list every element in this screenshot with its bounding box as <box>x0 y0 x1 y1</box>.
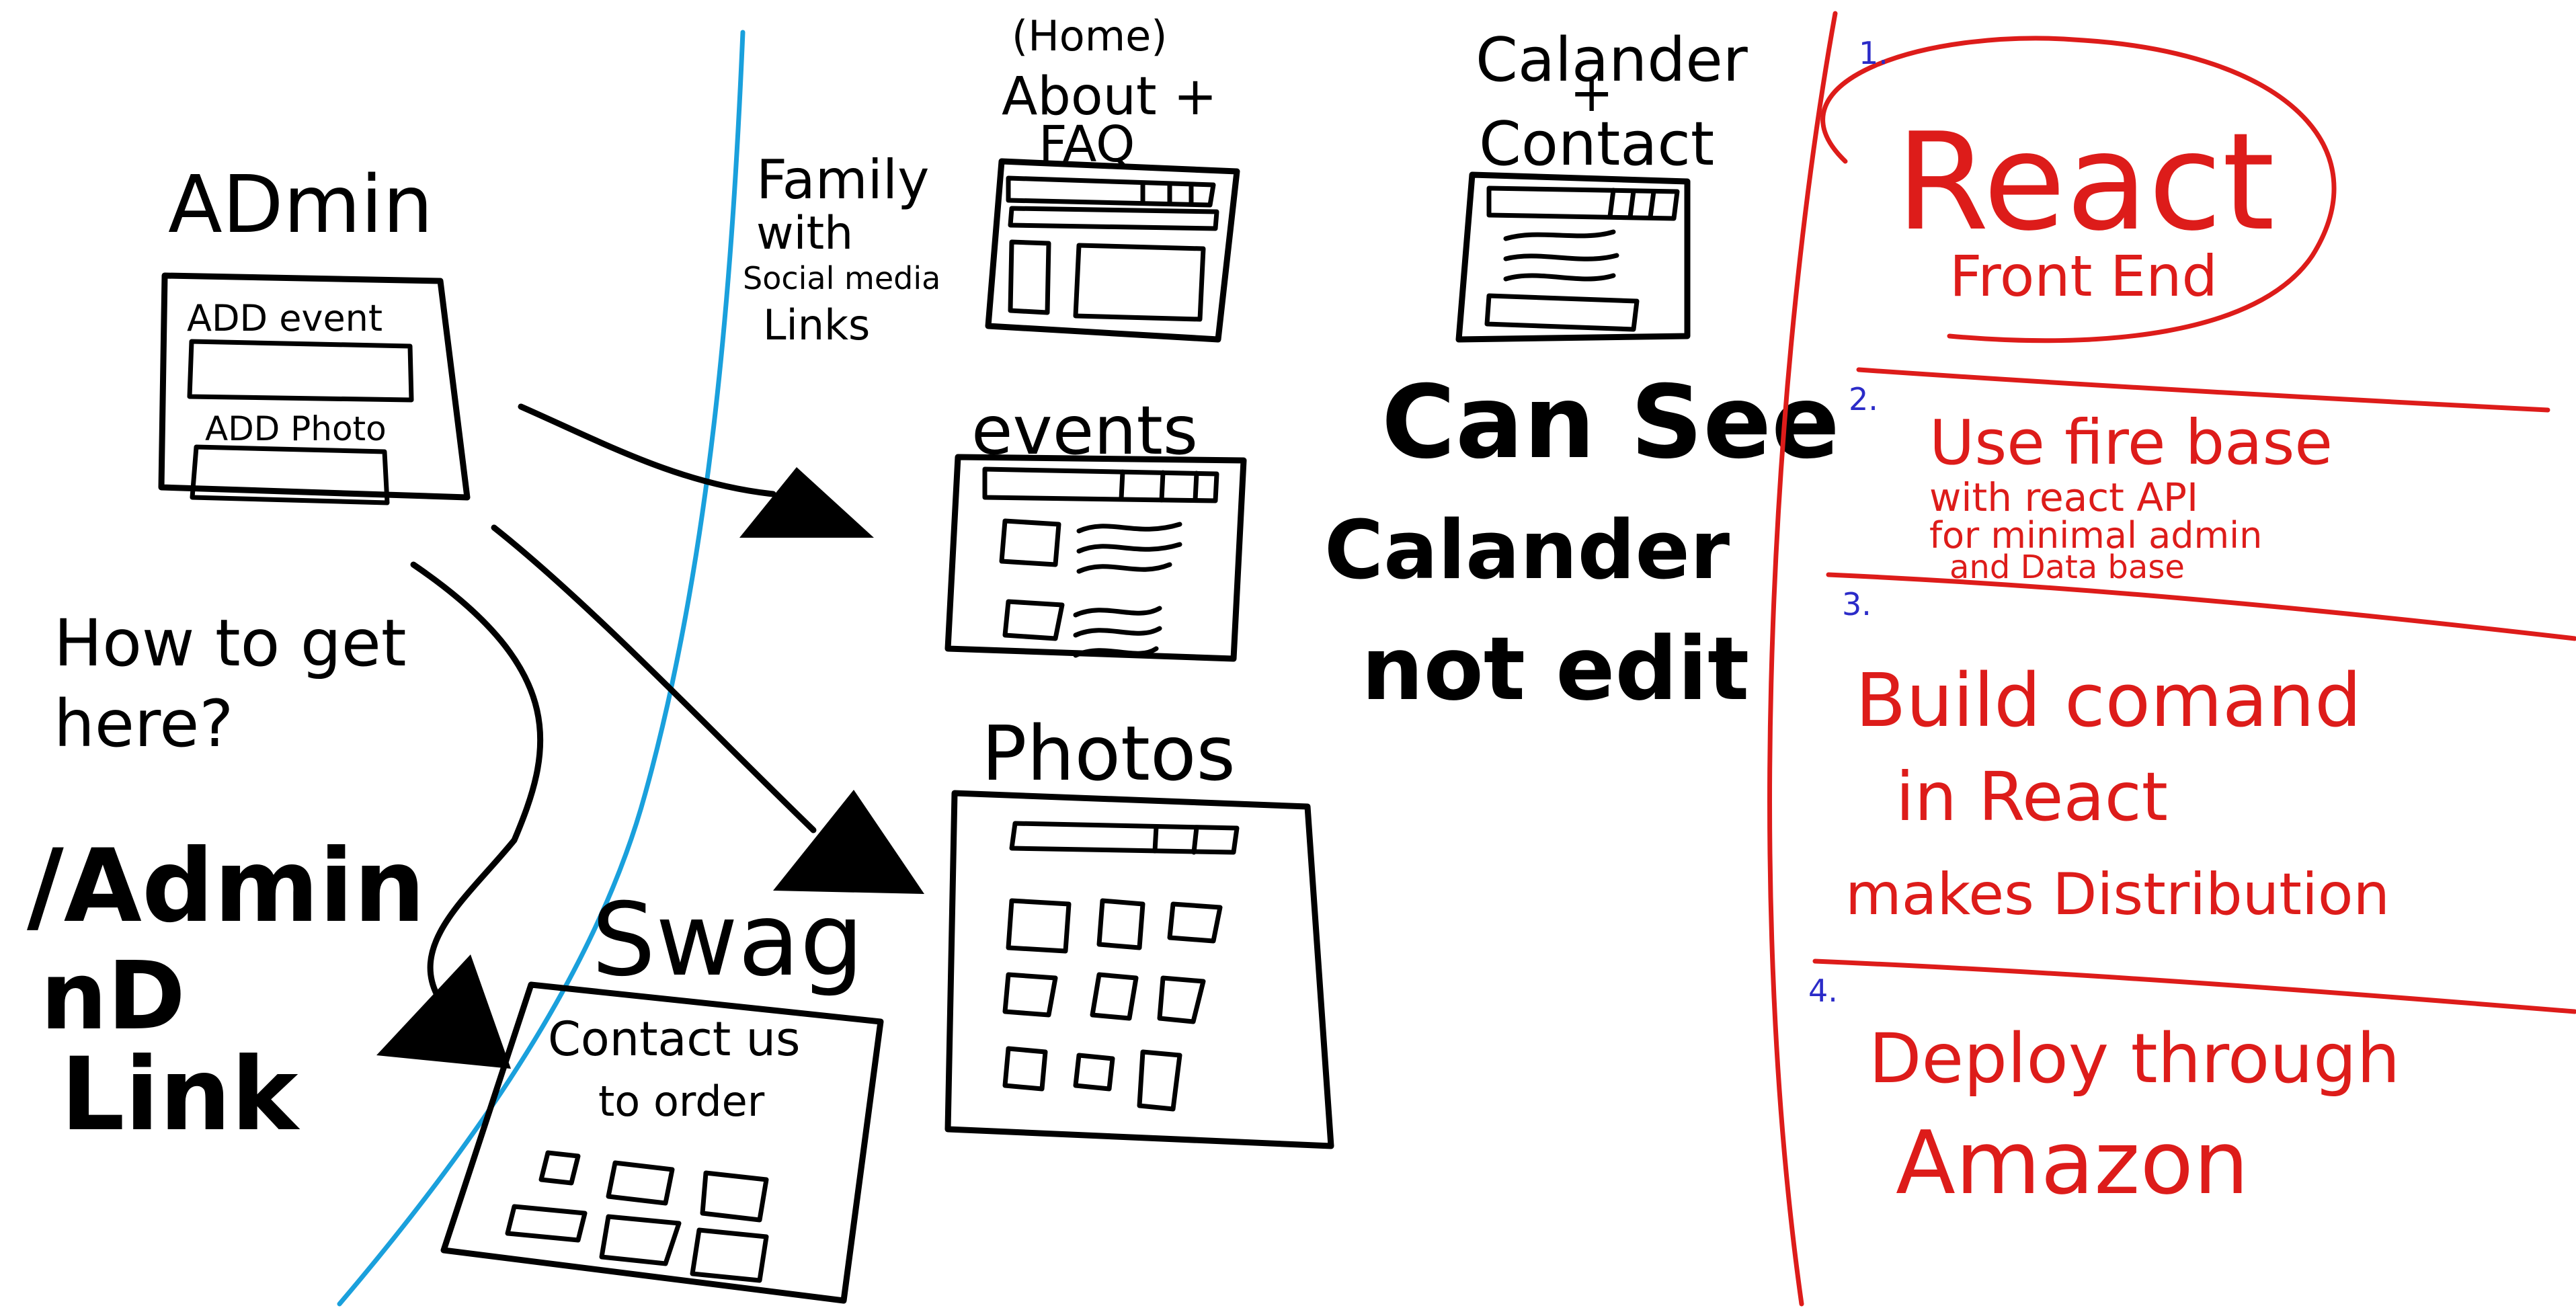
arrow-to-photos <box>773 790 924 894</box>
arrow-to-swag <box>376 954 511 1069</box>
no-link-line1: nD <box>40 942 186 1051</box>
calendar-note-line2: Calander <box>1324 504 1730 598</box>
home-label-line1: (Home) <box>1012 11 1167 60</box>
home-label-line2: About + <box>1002 67 1217 127</box>
step3-number: 3. <box>1842 586 1871 622</box>
step3-line1: Build comand <box>1855 657 2362 743</box>
step3-line3: makes Distribution <box>1845 861 2390 928</box>
home-note-line1: Family <box>756 149 929 211</box>
home-note-line4: Links <box>763 300 870 350</box>
calendar-note-line3: not edit <box>1361 618 1749 720</box>
admin-add-photo-label: ADD Photo <box>205 409 387 448</box>
events-page-wireframe: events <box>944 391 1247 662</box>
step2-number: 2. <box>1849 381 1878 417</box>
photos-page-wireframe: Photos <box>944 710 1334 1149</box>
step4-line1: Deploy through <box>1869 1019 2400 1099</box>
admin-wireframe: ADmin ADD event ADD Photo <box>158 158 471 505</box>
step1-line1: React <box>1896 104 2275 261</box>
add-event-field <box>187 339 414 403</box>
add-photo-field <box>190 444 390 505</box>
no-link-line2: Link <box>61 1036 300 1153</box>
swag-body-line1: Contact us <box>548 1012 800 1067</box>
swag-title: Swag <box>592 882 864 999</box>
swag-page-wireframe: Swag Contact us to order <box>440 882 884 1304</box>
step2-line4: and Data base <box>1949 548 2185 586</box>
admin-title: ADmin <box>168 158 433 251</box>
calendar-page-wireframe: Calander + Contact Can See Calander not … <box>1324 25 1840 720</box>
admin-access-note: How to get here? /Admin nD Link <box>27 606 426 1153</box>
swag-body-line2: to order <box>598 1077 765 1126</box>
home-page-frame <box>985 158 1240 343</box>
step2-line1: Use fire base <box>1929 407 2333 479</box>
admin-add-event-label: ADD event <box>187 297 383 339</box>
home-note-line2: with <box>756 207 853 260</box>
step1-line2: Front End <box>1949 243 2218 309</box>
step4-line2: Amazon <box>1896 1112 2249 1214</box>
build-plan: 1. React Front End 2. Use fire base with… <box>1767 11 2576 1307</box>
step4-number: 4. <box>1808 973 1838 1009</box>
step3-line2: in React <box>1896 758 2168 836</box>
step1-number: 1. <box>1859 35 1888 71</box>
photos-page-frame <box>944 790 1334 1149</box>
calendar-note-line1: Can See <box>1381 364 1840 481</box>
admin-route: /Admin <box>27 828 426 945</box>
access-question-line1: How to get <box>54 606 406 681</box>
calendar-page-frame <box>1455 171 1691 343</box>
home-page-wireframe: (Home) About + FAQ Family with Social me… <box>743 11 1240 350</box>
calendar-label-line2: + <box>1570 63 1613 124</box>
swag-page-frame <box>440 981 884 1304</box>
arrow-to-events <box>739 467 874 538</box>
calendar-label-line3: Contact <box>1479 109 1714 179</box>
step2-line2: with react API <box>1929 475 2198 520</box>
access-question-line2: here? <box>54 686 233 762</box>
events-page-frame <box>944 454 1247 662</box>
calendar-label-line1: Calander <box>1476 25 1748 95</box>
home-note-line3: Social media <box>743 260 940 296</box>
photos-title: Photos <box>981 710 1236 798</box>
admin-connectors <box>376 403 924 1069</box>
step2-line3: for minimal admin <box>1929 514 2262 557</box>
